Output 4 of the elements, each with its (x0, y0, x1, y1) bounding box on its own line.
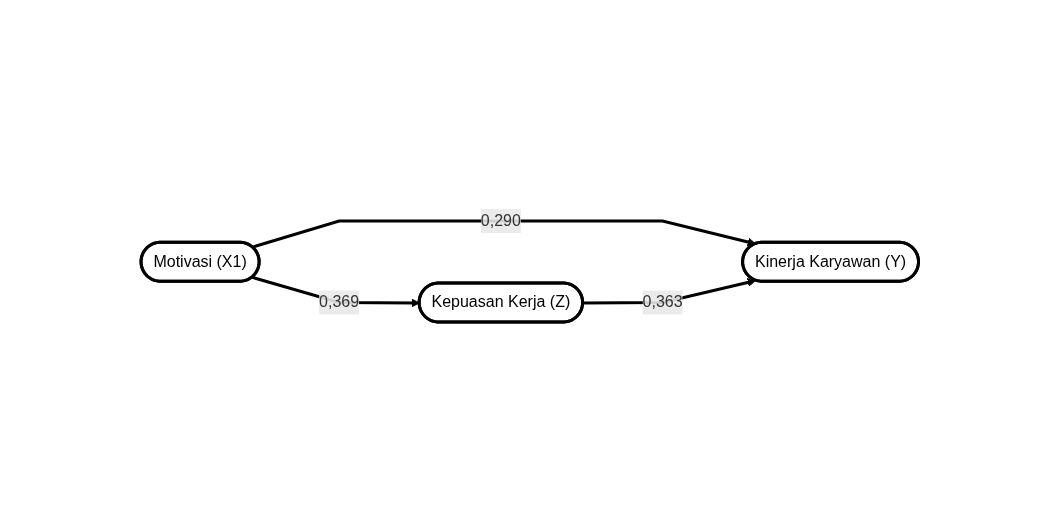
edge-label: 0,363 (642, 292, 683, 310)
edge-label: 0,290 (480, 211, 521, 229)
edge-label: 0,369 (318, 292, 359, 310)
arrow (251, 219, 756, 248)
